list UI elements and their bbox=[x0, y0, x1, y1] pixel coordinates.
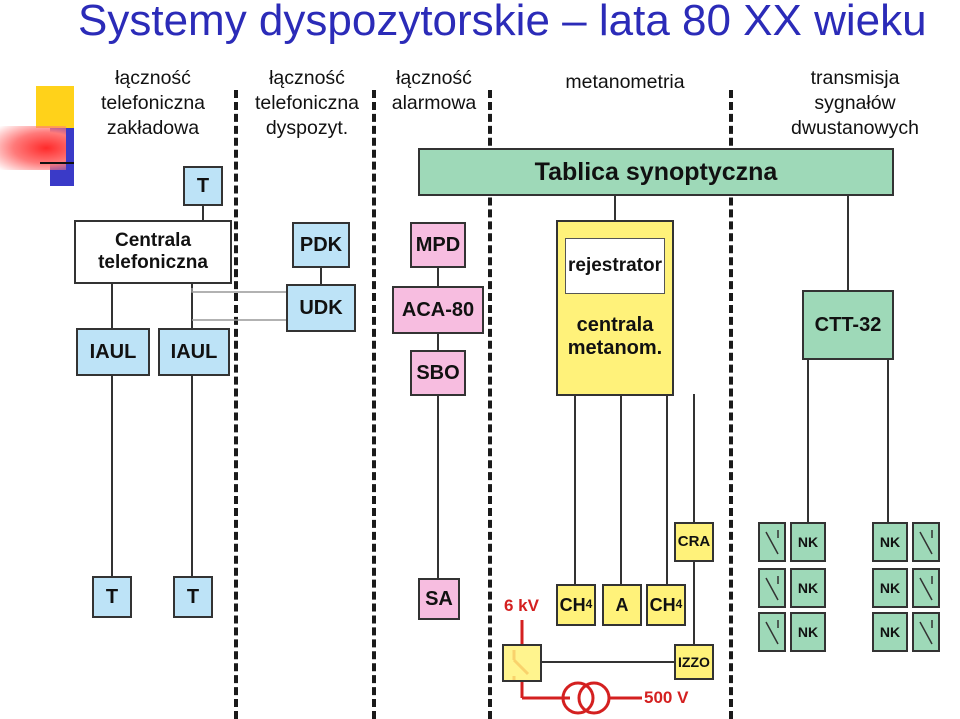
ctt-label: CTT-32 bbox=[814, 313, 882, 336]
nk-sensor-symbol bbox=[758, 612, 786, 652]
nk-label: NK bbox=[879, 579, 901, 596]
voltage-500v-label: 500 V bbox=[644, 688, 689, 707]
nk-label: NK bbox=[879, 623, 901, 640]
sensor-symbol-icon bbox=[765, 576, 779, 601]
recorder: rejestrator bbox=[565, 238, 665, 294]
phone-t-top: T bbox=[183, 166, 223, 206]
ctt-32-unit: CTT-32 bbox=[802, 290, 894, 360]
page-title: Systemy dyspozytorskie – lata 80 XX wiek… bbox=[78, 0, 927, 45]
column-header-transmisja-sygnalow: transmisja sygnałów dwustanowych bbox=[770, 66, 940, 141]
iaul-unit-1: IAUL bbox=[76, 328, 150, 376]
nk-unit: NK bbox=[872, 568, 908, 608]
methane-central-label: centrala metanom. bbox=[567, 314, 663, 359]
ch4-label: CH bbox=[559, 594, 586, 615]
sensor-symbol-icon bbox=[765, 620, 779, 645]
synoptic-board: Tablica synoptyczna bbox=[418, 148, 894, 196]
nk-label: NK bbox=[797, 533, 819, 550]
phone-t-bottom-1: T bbox=[92, 576, 132, 618]
sensor-symbol-icon bbox=[765, 530, 779, 555]
methane-central-unit: rejestrator centrala metanom. bbox=[556, 220, 674, 396]
column-header-telefonia-dyspozytorska: łączność telefoniczna dyspozyt. bbox=[238, 66, 376, 141]
column-header-label: transmisja sygnałów dwustanowych bbox=[791, 67, 919, 139]
column-separator bbox=[234, 90, 238, 719]
nk-unit: NK bbox=[790, 522, 826, 562]
voltage-6kv-label: 6 kV bbox=[504, 596, 539, 615]
decor-line bbox=[40, 162, 74, 164]
recorder-label: rejestrator bbox=[568, 255, 662, 277]
nk-sensor-symbol bbox=[912, 522, 940, 562]
column-header-telefonia-zakladowa: łączność telefoniczna zakładowa bbox=[86, 66, 220, 141]
cra-label: CRA bbox=[677, 533, 711, 551]
sbo-unit: SBO bbox=[410, 350, 466, 396]
phone-label: T bbox=[105, 585, 119, 608]
telephone-exchange: Centrala telefoniczna bbox=[74, 220, 232, 284]
cra-unit: CRA bbox=[674, 522, 714, 562]
sensor-symbol-icon bbox=[919, 530, 933, 555]
pdk-unit: PDK bbox=[292, 222, 350, 268]
nk-label: NK bbox=[879, 533, 901, 550]
pdk-label: PDK bbox=[299, 233, 343, 256]
column-header-label: metanometria bbox=[565, 71, 685, 93]
iaul-label: IAUL bbox=[170, 340, 218, 363]
phone-label: T bbox=[196, 174, 210, 197]
column-header-metanometria: metanometria bbox=[548, 70, 702, 95]
nk-label: NK bbox=[797, 623, 819, 640]
udk-label: UDK bbox=[299, 296, 343, 319]
ch4-subscript: 4 bbox=[675, 597, 683, 612]
nk-unit: NK bbox=[872, 612, 908, 652]
decor-square-yellow bbox=[36, 86, 74, 128]
mpd-label: MPD bbox=[415, 233, 461, 256]
iaul-label: IAUL bbox=[89, 340, 137, 363]
sensor-symbol-icon bbox=[919, 576, 933, 601]
a-label: A bbox=[615, 594, 629, 615]
sa-label: SA bbox=[425, 587, 453, 610]
switch-box bbox=[502, 644, 542, 682]
nk-label: NK bbox=[797, 579, 819, 596]
iaul-unit-2: IAUL bbox=[158, 328, 230, 376]
phone-label: T bbox=[186, 585, 200, 608]
nk-unit: NK bbox=[790, 568, 826, 608]
nk-sensor-symbol bbox=[912, 612, 940, 652]
nk-unit: NK bbox=[872, 522, 908, 562]
aca-80-unit: ACA-80 bbox=[392, 286, 484, 334]
nk-sensor-symbol bbox=[912, 568, 940, 608]
column-header-label: łączność telefoniczna dyspozyt. bbox=[254, 67, 360, 139]
column-separator bbox=[729, 90, 733, 719]
nk-sensor-symbol bbox=[758, 522, 786, 562]
nk-unit: NK bbox=[790, 612, 826, 652]
column-header-label: łączność alarmowa bbox=[391, 67, 477, 114]
ch4-label: CH bbox=[649, 594, 676, 615]
phone-t-bottom-2: T bbox=[173, 576, 213, 618]
sa-unit: SA bbox=[418, 578, 460, 620]
nk-sensor-symbol bbox=[758, 568, 786, 608]
udk-unit: UDK bbox=[286, 284, 356, 332]
column-separator bbox=[488, 90, 492, 719]
column-header-label: łączność telefoniczna zakładowa bbox=[100, 67, 206, 139]
column-header-lacznosc-alarmowa: łączność alarmowa bbox=[380, 66, 488, 116]
izzo-unit: IZZO bbox=[674, 644, 714, 680]
synoptic-board-label: Tablica synoptyczna bbox=[534, 157, 778, 186]
column-separator bbox=[372, 90, 376, 719]
izzo-label: IZZO bbox=[678, 653, 710, 670]
sbo-label: SBO bbox=[416, 361, 460, 384]
telephone-exchange-label: Centrala telefoniczna bbox=[98, 230, 208, 273]
aca-label: ACA-80 bbox=[401, 298, 475, 321]
ch4-subscript: 4 bbox=[585, 597, 593, 612]
sensor-symbol-icon bbox=[919, 620, 933, 645]
a-sensor: A bbox=[602, 584, 642, 626]
mpd-unit: MPD bbox=[410, 222, 466, 268]
